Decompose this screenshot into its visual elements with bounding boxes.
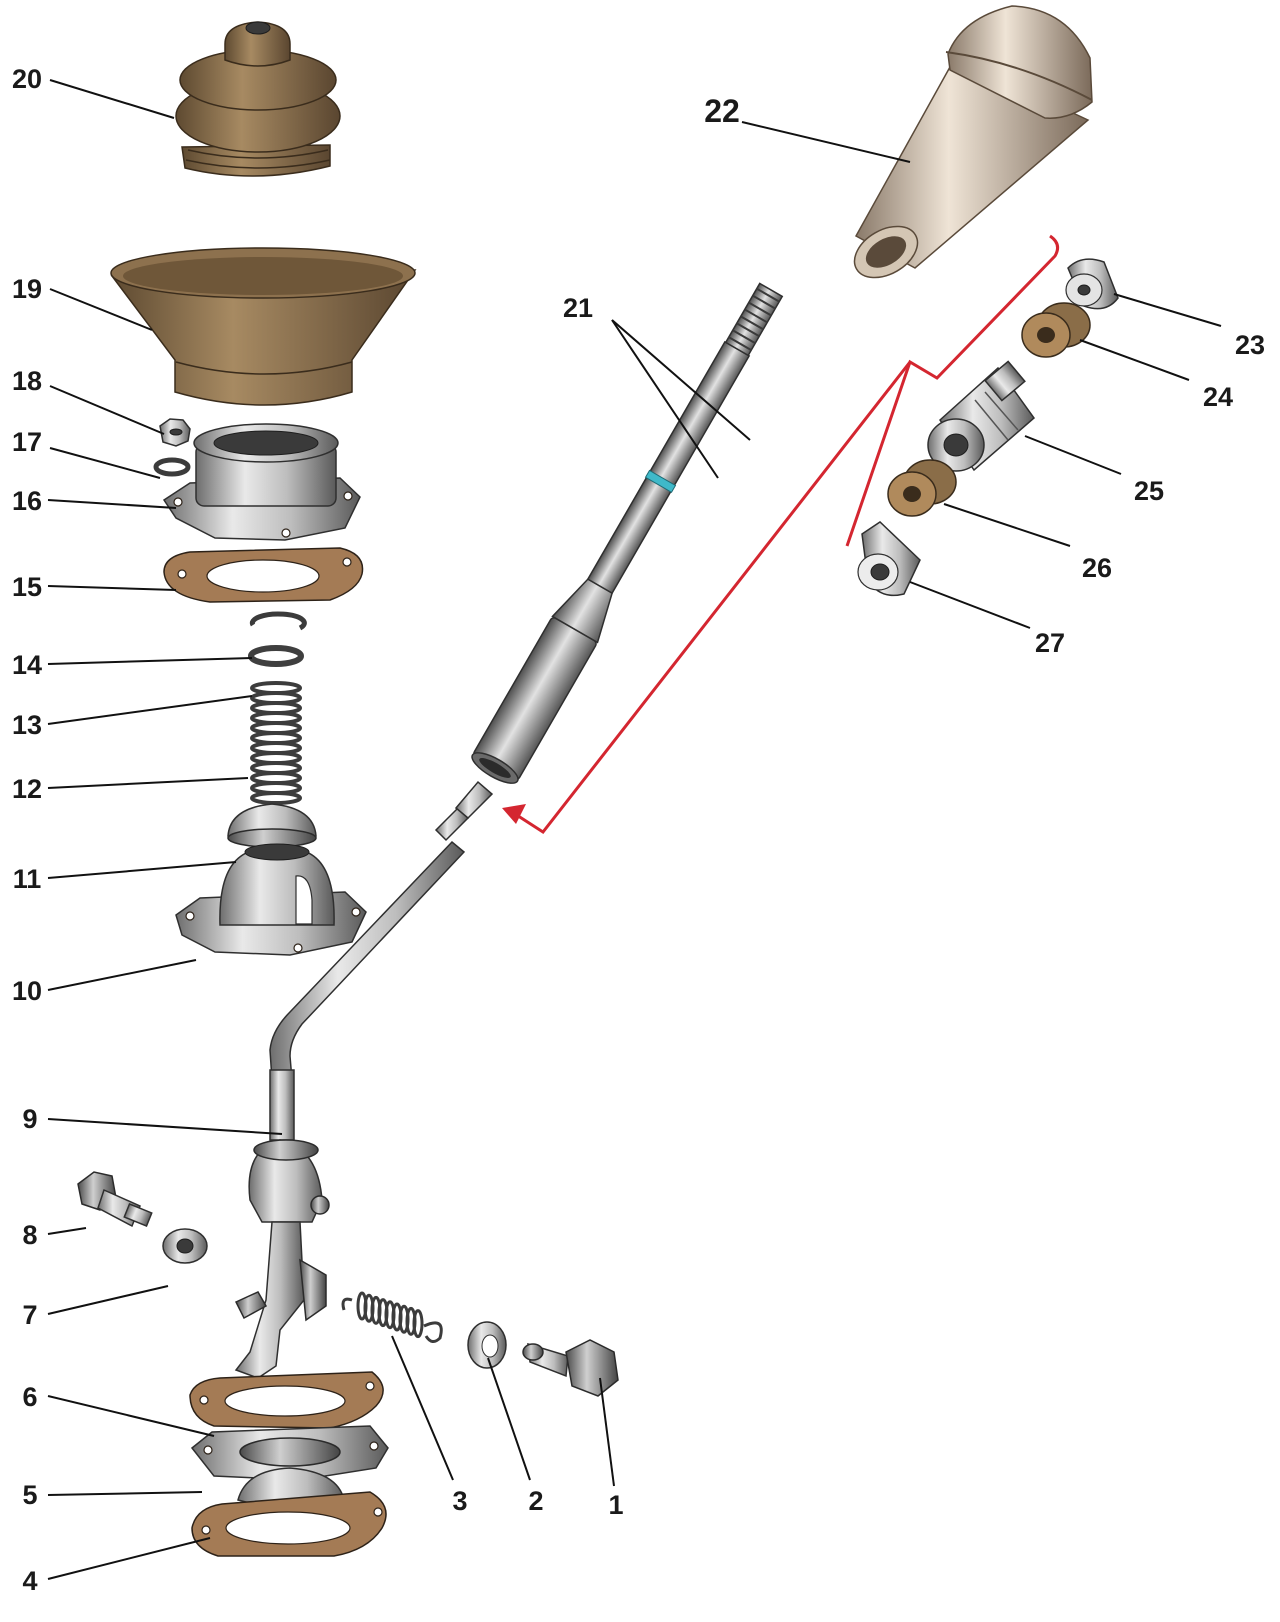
part-18-nut <box>159 418 191 447</box>
label-2: 2 <box>528 1486 543 1516</box>
label-13: 13 <box>12 710 42 740</box>
label-9: 9 <box>22 1104 37 1134</box>
assembly-arrowhead <box>502 804 526 824</box>
part-3-spring <box>341 1291 443 1343</box>
label-11: 11 <box>13 864 42 894</box>
label-7: 7 <box>22 1300 37 1330</box>
label-18: 18 <box>12 366 42 396</box>
label-4: 4 <box>22 1566 37 1596</box>
part-11-ball-cup <box>227 803 317 848</box>
label-16: 16 <box>12 486 42 516</box>
label-1: 1 <box>608 1490 623 1520</box>
label-19: 19 <box>12 274 42 304</box>
part-15-gasket <box>163 547 364 603</box>
label-12: 12 <box>12 774 42 804</box>
part-labels: 1 2 3 4 5 6 7 8 9 10 11 12 13 14 15 16 1… <box>12 64 1265 1596</box>
part-17-lock-washer <box>153 457 191 477</box>
part-5-cover-plate <box>190 1425 389 1481</box>
spring-coil <box>412 1309 424 1339</box>
label-22: 22 <box>704 93 740 129</box>
part-19-cover <box>110 247 417 406</box>
part-4-bottom-gasket <box>191 1467 387 1557</box>
part-14-retaining-ring <box>249 611 307 631</box>
part-22-knob <box>853 5 1093 279</box>
part-26-bushing <box>887 459 957 517</box>
part-27-collet <box>857 521 921 597</box>
label-20: 20 <box>12 64 42 94</box>
label-25: 25 <box>1134 476 1164 506</box>
label-21: 21 <box>563 293 593 323</box>
part-12-spring <box>250 681 302 805</box>
part-7-washer <box>162 1228 208 1264</box>
leader-lines <box>47 79 1222 1580</box>
part-8-bolt <box>77 1171 153 1228</box>
label-3: 3 <box>452 1486 467 1516</box>
label-24: 24 <box>1203 382 1233 412</box>
part-6-gasket <box>189 1371 384 1429</box>
label-23: 23 <box>1235 330 1265 360</box>
label-10: 10 <box>12 976 42 1006</box>
spring-hook <box>423 1321 443 1343</box>
part-20-rubber-boot <box>175 21 341 177</box>
label-17: 17 <box>12 427 42 457</box>
label-8: 8 <box>22 1220 37 1250</box>
label-5: 5 <box>22 1480 37 1510</box>
label-14: 14 <box>12 650 42 680</box>
part-1-pivot-bolt <box>522 1339 619 1397</box>
part-10-lower-housing <box>175 843 367 956</box>
spring-coil <box>250 791 302 805</box>
part-21-lever-extension <box>471 282 784 784</box>
part-23-cap <box>1065 258 1119 310</box>
part-13-washer <box>248 645 304 667</box>
part-16-housing <box>162 423 361 541</box>
label-6: 6 <box>22 1382 37 1412</box>
part-25-sleeve <box>927 360 1036 472</box>
label-26: 26 <box>1082 553 1112 583</box>
part-9-gear-lever <box>234 780 494 1379</box>
assembly-bracket <box>511 234 1060 835</box>
label-15: 15 <box>12 572 42 602</box>
part-2-washer <box>467 1321 507 1369</box>
label-27: 27 <box>1035 628 1065 658</box>
spring-hook <box>341 1297 353 1311</box>
part-24-bushing <box>1021 302 1091 358</box>
